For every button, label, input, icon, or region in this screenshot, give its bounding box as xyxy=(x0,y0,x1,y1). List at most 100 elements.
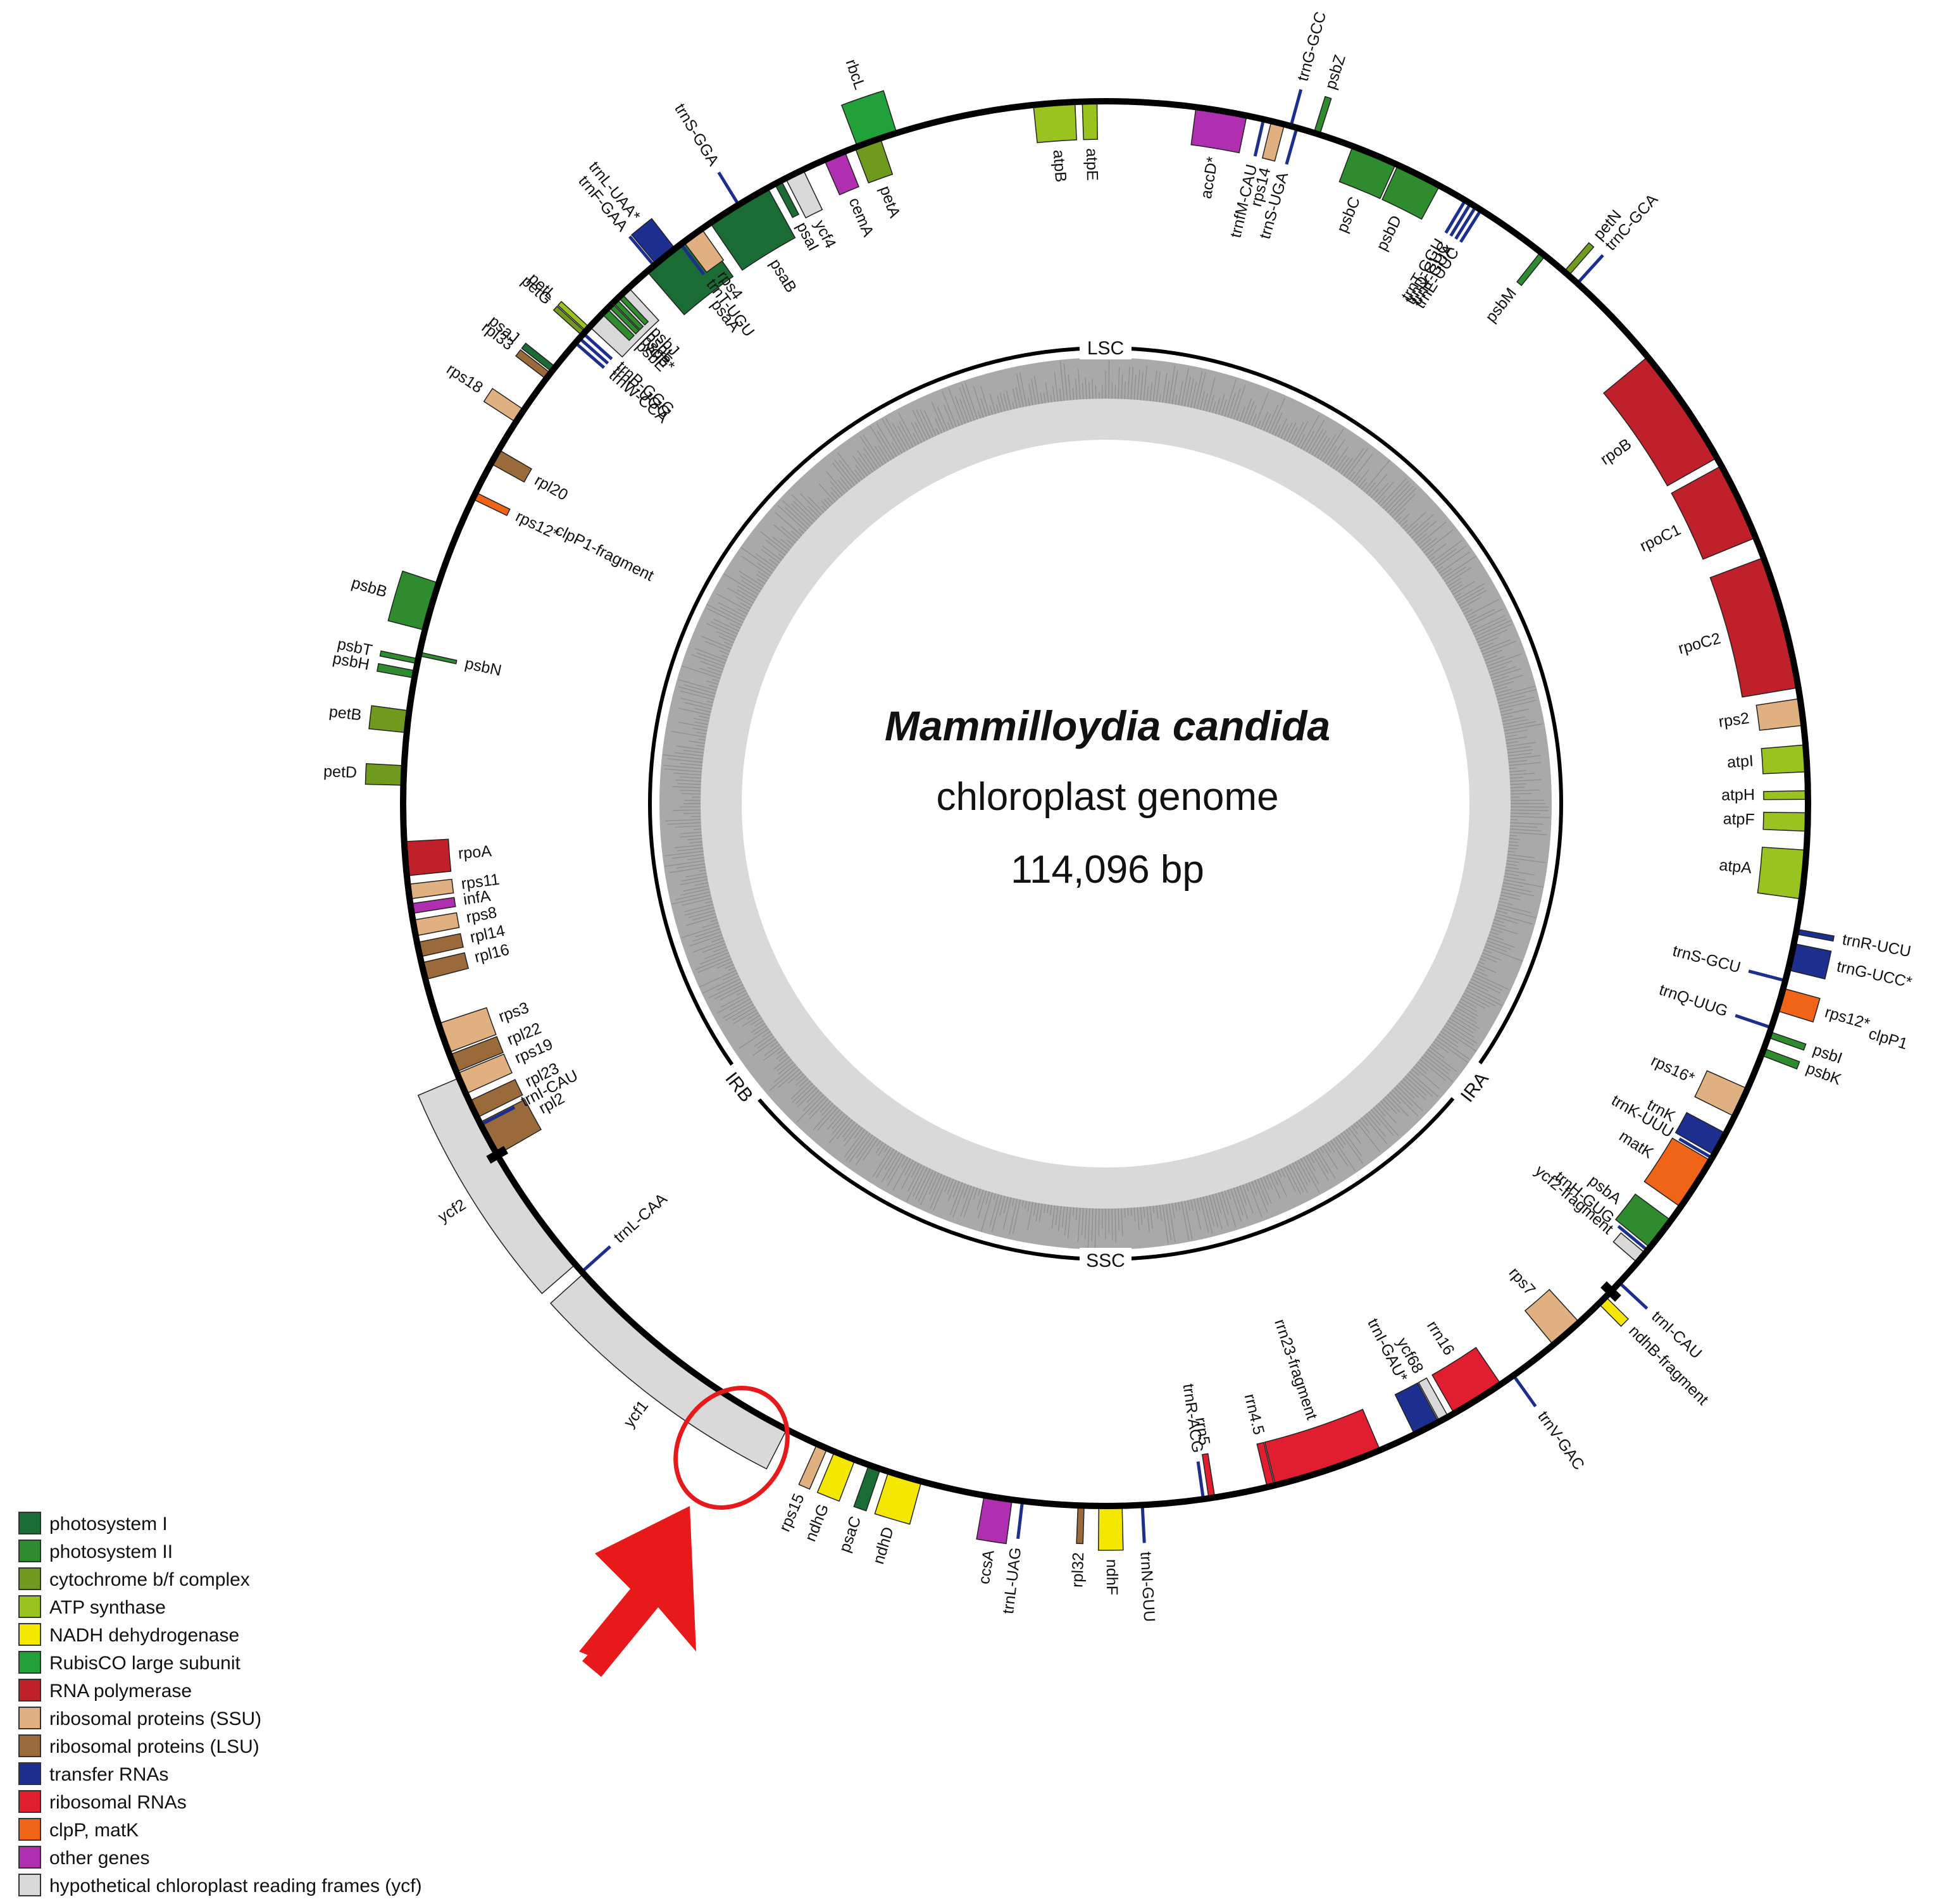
trna-label-trnl-caa: trnL-CAA xyxy=(610,1190,671,1247)
gene-label-trng-ucc: trnG-UCC* xyxy=(1835,957,1914,992)
trna-trnt-ggu xyxy=(1444,199,1467,234)
gene-label-rps3: rps3 xyxy=(496,999,531,1026)
gene-label-atpe: atpE xyxy=(1083,148,1101,181)
region-label-lsc: LSC xyxy=(1087,338,1124,359)
gene-label-petd: petD xyxy=(323,762,358,781)
trna-trnd-guc xyxy=(1449,202,1472,237)
gene-rpoa xyxy=(403,838,452,876)
label-clpp1: clpP1 xyxy=(1867,1024,1910,1053)
legend-label: clpP, matK xyxy=(49,1820,139,1841)
legend-label: RNA polymerase xyxy=(49,1681,192,1702)
legend-label: ribosomal RNAs xyxy=(49,1792,187,1813)
gene-label-rps12: rps12* xyxy=(513,507,561,544)
gene-label-atph: atpH xyxy=(1721,786,1755,804)
gene-label-rrn4-5: rrn4.5 xyxy=(1241,1392,1268,1436)
gene-rps14 xyxy=(1261,120,1285,162)
gene-label-matk: matK xyxy=(1616,1127,1657,1162)
trna-label-trns-gga: trnS-GGA xyxy=(671,101,722,169)
legend-swatch xyxy=(18,1540,41,1562)
gene-label-ycf1: ycf1 xyxy=(620,1397,652,1431)
gene-label-infa: infA xyxy=(462,887,492,909)
trna-trnh-gug xyxy=(1617,1224,1649,1252)
legend-swatch xyxy=(18,1790,41,1813)
trna-trne-uuc xyxy=(1459,209,1483,243)
trna-trnw-cca xyxy=(574,341,606,370)
gene-rrn5 xyxy=(1201,1453,1216,1499)
gene-psbk xyxy=(1761,1047,1800,1070)
highlight-annotation xyxy=(579,1386,790,1677)
gene-label-petb: petB xyxy=(328,703,363,725)
legend-swatch xyxy=(18,1595,41,1618)
gene-label-rbcl: rbcL xyxy=(842,57,869,92)
gene-label-ndhg: ndhG xyxy=(802,1502,833,1544)
gene-rps7 xyxy=(1524,1288,1580,1346)
gene-psbm xyxy=(1516,251,1546,287)
gene-label-psbc: psbC xyxy=(1333,194,1364,235)
gene-infa xyxy=(409,897,456,914)
legend-swatch xyxy=(18,1512,41,1534)
trna-trng-gcc xyxy=(1289,89,1303,127)
legend-swatch xyxy=(18,1874,41,1896)
trna-label-trns-gcu: trnS-GCU xyxy=(1671,942,1742,977)
trna-trny-gua xyxy=(1454,206,1478,240)
gene-label-atpb: atpB xyxy=(1050,149,1070,183)
gene-label-rpl32: rpl32 xyxy=(1068,1552,1087,1588)
legend-swatch xyxy=(18,1651,41,1674)
gene-label-ndhf: ndhF xyxy=(1103,1559,1121,1595)
gene-label-ccsa: ccsA xyxy=(975,1548,998,1585)
legend-label: cytochrome b/f complex xyxy=(49,1569,250,1590)
trna-trnr-acg xyxy=(1196,1461,1205,1500)
label-clpp1-fragment: clpP1-fragment xyxy=(552,521,656,585)
legend-label: RubisCO large subunit xyxy=(49,1653,240,1674)
gene-atpa xyxy=(1757,847,1807,900)
trna-trnl-uag xyxy=(1016,1500,1025,1540)
ir-boundary-ticks xyxy=(486,1145,1621,1302)
gene-label-rpoa: rpoA xyxy=(458,842,492,862)
gene-psac xyxy=(853,1464,882,1512)
legend-swatch xyxy=(18,1707,41,1729)
legend-swatch xyxy=(18,1818,41,1841)
legend-label: other genes xyxy=(49,1848,149,1869)
gene-ccsa xyxy=(976,1495,1013,1545)
trna-trns-uga xyxy=(1285,127,1299,165)
gene-label-rps12: rps12* xyxy=(1823,1004,1871,1033)
gene-trnr-ucu xyxy=(1795,928,1835,942)
gene-rps8 xyxy=(412,912,460,936)
gene-label-trnr-ucu: trnR-UCU xyxy=(1841,931,1912,961)
ir-boundary-tick xyxy=(1600,1281,1621,1302)
trna-trnt-ugu xyxy=(679,243,706,276)
legend-label: NADH dehydrogenase xyxy=(49,1625,239,1646)
species-name: Mammilloydia candida xyxy=(885,702,1330,749)
gene-psbh xyxy=(376,663,416,679)
legend-label: ribosomal proteins (LSU) xyxy=(49,1736,259,1757)
gene-label-rps18: rps18 xyxy=(444,360,487,397)
gene-rps12 xyxy=(471,492,511,516)
legend-label: photosystem I xyxy=(49,1514,168,1534)
gene-rps11 xyxy=(407,878,454,900)
gene-label-rpoc1: rpoC1 xyxy=(1637,521,1684,556)
gene-atpb xyxy=(1033,101,1077,144)
gene-label-psac: psaC xyxy=(836,1514,865,1555)
legend-swatch xyxy=(18,1679,41,1702)
trna-trnk-uuu xyxy=(1678,1137,1713,1160)
trna-trns-gcu xyxy=(1748,969,1786,983)
gene-label-rps2: rps2 xyxy=(1718,709,1750,731)
gene-psbn xyxy=(418,651,458,664)
gene-rpl32 xyxy=(1076,1505,1085,1545)
genome-size: 114,096 bp xyxy=(1011,848,1204,892)
trna-trnp-ggg xyxy=(582,332,613,361)
trna-trnf-gaa xyxy=(628,235,656,267)
trna-label-trnl-uag: trnL-UAG xyxy=(999,1546,1025,1615)
gene-label-ndhd: ndhD xyxy=(870,1525,897,1566)
gene-label-rrn16: rrn16 xyxy=(1423,1317,1458,1358)
gene-label-psbm: psbM xyxy=(1482,285,1520,326)
gene-atpf xyxy=(1762,811,1809,832)
gene-ycf1 xyxy=(550,1272,788,1470)
gene-label-rps15: rps15 xyxy=(776,1491,808,1534)
gene-rpl16 xyxy=(420,952,470,980)
gene-label-atpi: atpI xyxy=(1726,752,1754,771)
gc-content-ring xyxy=(648,346,1563,1261)
gene-label-rpob: rpoB xyxy=(1597,435,1635,469)
legend-label: ATP synthase xyxy=(49,1597,166,1618)
legend-swatch xyxy=(18,1623,41,1646)
